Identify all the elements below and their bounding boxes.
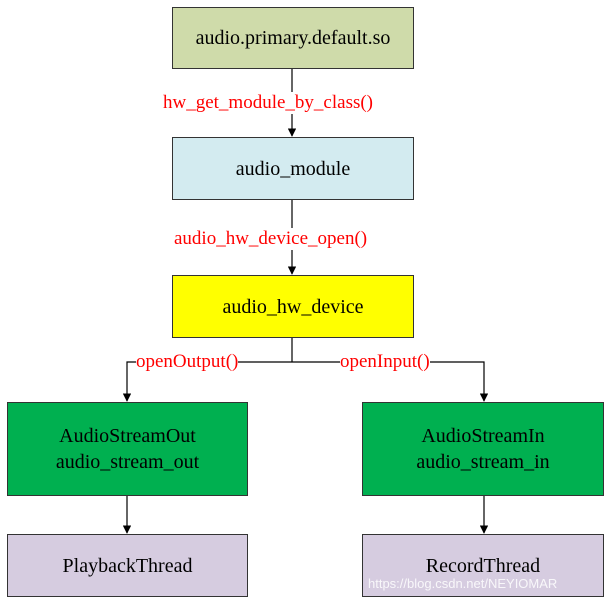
- node-playback-thread: PlaybackThread: [7, 534, 248, 597]
- node-label-line-2: audio_stream_out: [55, 451, 200, 473]
- node-label-line-1: AudioStreamIn: [421, 425, 545, 447]
- edge-label-open-input: openInput(): [340, 351, 430, 373]
- node-audio-stream-in: AudioStreamIn audio_stream_in: [362, 402, 604, 496]
- node-label: audio_module: [235, 157, 351, 180]
- node-audio-stream-out: AudioStreamOut audio_stream_out: [7, 402, 248, 496]
- node-label-line-2: audio_stream_in: [416, 451, 550, 473]
- node-audio-module: audio_module: [172, 137, 414, 200]
- node-label-line-1: AudioStreamOut: [59, 425, 196, 447]
- node-record-thread: RecordThread: [362, 534, 604, 597]
- node-label: PlaybackThread: [62, 554, 193, 577]
- edge-label-open-output: openOutput(): [136, 351, 239, 373]
- node-label: RecordThread: [425, 554, 541, 577]
- node-label: audio_hw_device: [222, 295, 364, 318]
- node-audio-hw-device: audio_hw_device: [172, 275, 414, 338]
- edge-label-device-open: audio_hw_device_open(): [174, 228, 368, 250]
- edge-label-get-module: hw_get_module_by_class(): [163, 92, 374, 114]
- watermark: https://blog.csdn.net/NEYIOMAR: [368, 576, 558, 591]
- node-label: audio.primary.default.so: [195, 27, 391, 49]
- node-audio-primary-so: audio.primary.default.so: [172, 7, 414, 69]
